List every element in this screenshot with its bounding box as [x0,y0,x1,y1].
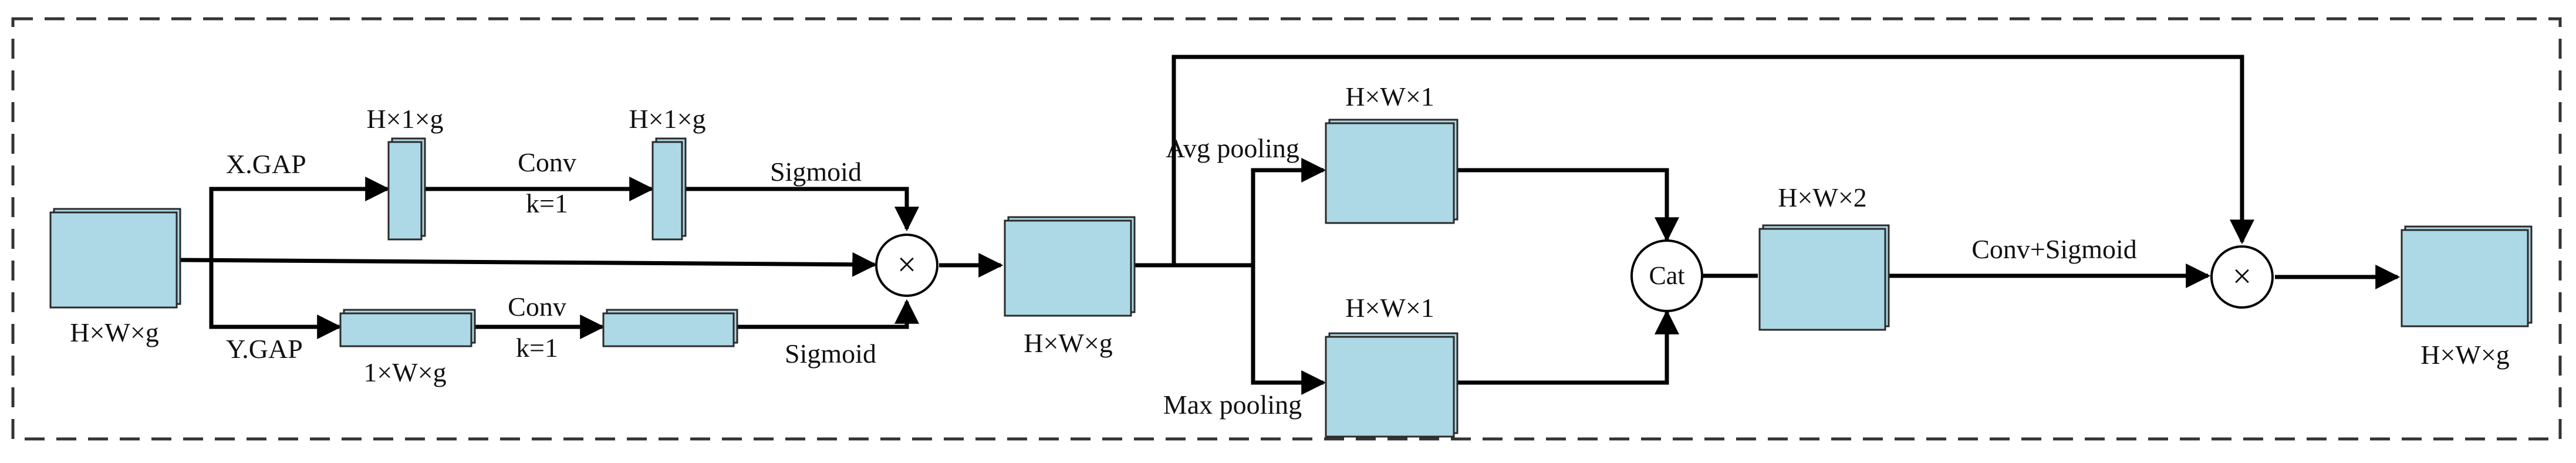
multiply-symbol-1: × [897,245,917,283]
y-gap-label: Y.GAP [226,334,303,364]
feature-boxes [49,119,2533,438]
sigmoid-top-label: Sigmoid [770,157,862,187]
multiply-operator-2: × [2210,245,2274,309]
line-sigmoid-top [682,187,919,232]
line-avg-branch [1251,158,1326,265]
avg-pool-feature-box [1325,119,1459,224]
cat-label: Cat [1649,261,1684,290]
hw2-label: H×W×2 [1778,183,1867,212]
x-gap-label: X.GAP [226,149,306,179]
cat-operator: Cat [1630,239,1703,312]
operators: × Cat × [875,234,2274,312]
k1-top-label: k=1 [526,188,568,218]
max-pooling-label: Max pooling [1163,390,1302,420]
line-y-gap-branch [209,260,342,339]
k1-bottom-label: k=1 [516,333,558,363]
x-conv-feature-box [651,137,687,241]
line-sigmoid-bottom [734,299,919,329]
h1g-label-b: H×1×g [629,104,705,134]
concat-feature-box [1758,224,1890,331]
line-x-gap-branch [209,177,390,260]
input-dim-label: H×W×g [70,317,159,347]
max-pool-feature-box [1325,332,1459,438]
hw1-top-label: H×W×1 [1345,82,1434,111]
line-max-to-cat [1456,309,1679,385]
mid-dim-label: H×W×g [1024,328,1113,358]
line-skip-connection [1171,55,2254,265]
line-max-branch [1251,265,1326,395]
h1g-label-a: H×1×g [366,104,443,134]
hw1-bottom-label: H×W×1 [1345,293,1434,323]
multiply-symbol-2: × [2233,257,2252,295]
conv-top-label: Conv [518,147,576,177]
line-avg-to-cat [1456,168,1679,242]
output-dim-label: H×W×g [2420,340,2510,370]
mid-feature-box [1004,216,1136,317]
sigmoid-bottom-label: Sigmoid [785,339,876,369]
avg-pooling-label: Avg pooling [1166,133,1299,163]
y-conv-feature-box [602,309,738,347]
dashed-frame [11,17,2562,441]
multiply-operator-1: × [875,234,938,297]
y-gap-feature-box [339,309,476,347]
output-feature-box [2401,225,2533,327]
x-gap-feature-box [387,137,426,241]
line-input-to-multiply [178,252,877,277]
input-feature-box [49,208,181,309]
w1g-label: 1×W×g [363,357,446,387]
conv-sigmoid-label: Conv+Sigmoid [1971,234,2137,264]
labels: H×W×g X.GAP Y.GAP H×1×g H×1×g 1×W×g Conv… [70,82,2510,420]
connectors [178,55,2401,395]
conv-bottom-label: Conv [508,292,566,322]
